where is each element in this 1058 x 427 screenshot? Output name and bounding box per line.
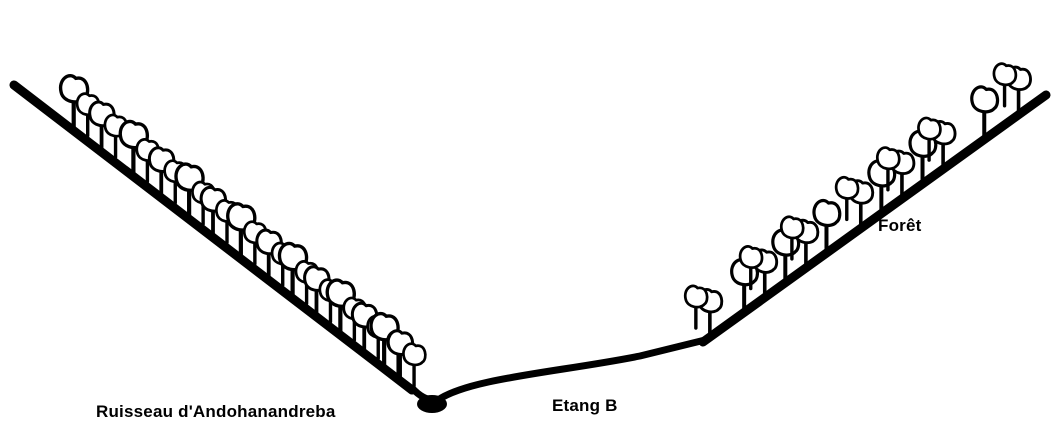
forest-label: Forêt xyxy=(878,216,922,236)
right-slope-line xyxy=(703,95,1046,342)
left-slope-line xyxy=(14,85,412,390)
stream-label: Ruisseau d'Andohanandreba xyxy=(96,402,336,422)
valley-floor-line xyxy=(412,340,705,400)
tree-icon xyxy=(403,344,425,386)
stream-pool-icon xyxy=(417,395,447,413)
pond-label: Etang B xyxy=(552,396,618,416)
